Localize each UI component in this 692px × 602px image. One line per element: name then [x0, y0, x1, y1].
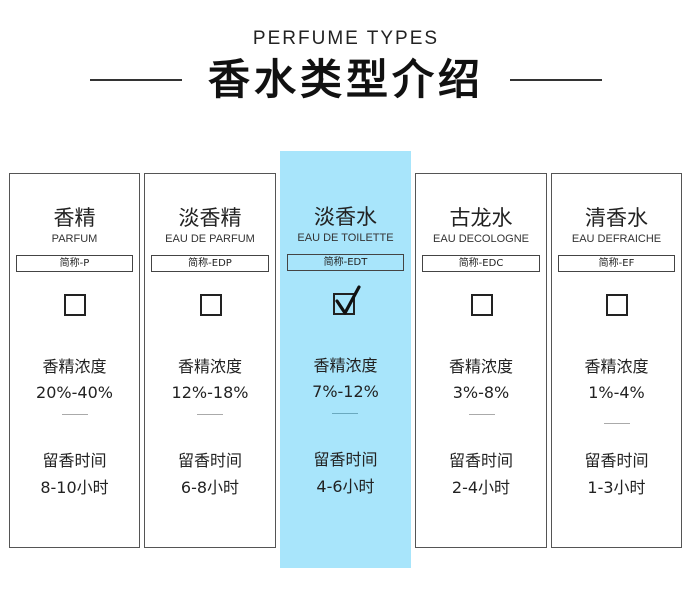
card-edc: 古龙水 EAU DECOLOGNE 简称-EDC 香精浓度 3%-8% 留香时间… — [415, 173, 547, 548]
divider — [604, 423, 630, 424]
checkbox-icon[interactable] — [606, 294, 628, 316]
duration-label: 留香时间 — [177, 451, 242, 470]
duration-label: 留香时间 — [313, 450, 378, 469]
concentration-label: 香精浓度 — [584, 357, 649, 376]
card-name-en: EAU DE TOILETTE — [297, 232, 394, 244]
card-edp: 淡香精 EAU DE PARFUM 简称-EDP 香精浓度 12%-18% 留香… — [144, 173, 276, 548]
card-ef: 清香水 EAU DEFRAICHE 简称-EF 香精浓度 1%-4% 留香时间 … — [551, 173, 682, 548]
concentration-value: 3%-8% — [452, 383, 510, 402]
concentration-label: 香精浓度 — [313, 356, 378, 375]
concentration-label: 香精浓度 — [42, 357, 107, 376]
header-rule-right — [510, 79, 602, 81]
header-rule-left — [90, 79, 182, 81]
duration-value: 1-3小时 — [587, 478, 646, 497]
divider — [197, 414, 223, 415]
concentration-value: 12%-18% — [171, 383, 249, 402]
card-parfum: 香精 PARFUM 简称-P 香精浓度 20%-40% 留香时间 8-10小时 — [9, 173, 140, 548]
duration-value: 4-6小时 — [316, 477, 375, 496]
checked-checkbox-icon[interactable] — [333, 285, 361, 315]
card-abbr: 简称-P — [16, 255, 133, 272]
card-name-en: EAU DECOLOGNE — [433, 233, 529, 245]
duration-label: 留香时间 — [42, 451, 107, 470]
duration-label: 留香时间 — [448, 451, 513, 470]
duration-value: 6-8小时 — [180, 478, 240, 497]
card-name: 清香水 — [585, 206, 648, 230]
concentration-value: 7%-12% — [312, 382, 379, 401]
checkmark-icon — [335, 285, 361, 315]
duration-value: 8-10小时 — [40, 478, 109, 497]
card-name: 淡香精 — [178, 206, 242, 230]
card-abbr: 简称-EDP — [151, 255, 269, 272]
card-abbr: 简称-EDC — [422, 255, 540, 272]
checkbox-icon[interactable] — [200, 294, 222, 316]
divider — [62, 414, 88, 415]
card-name: 香精 — [53, 206, 96, 230]
card-name-en: EAU DEFRAICHE — [571, 233, 662, 245]
card-name: 古龙水 — [449, 206, 513, 230]
card-abbr: 简称-EF — [558, 255, 675, 272]
card-name: 淡香水 — [314, 205, 377, 229]
divider — [332, 413, 358, 414]
card-edt: 淡香水 EAU DE TOILETTE 简称-EDT 香精浓度 7%-12% 留… — [280, 151, 411, 568]
concentration-value: 20%-40% — [36, 383, 113, 402]
checkbox-icon[interactable] — [64, 294, 86, 316]
concentration-value: 1%-4% — [588, 383, 645, 402]
card-name-en: PARFUM — [51, 233, 98, 245]
header-title-cn: 香水类型介绍 — [207, 55, 484, 104]
divider — [469, 414, 495, 415]
card-name-en: EAU DE PARFUM — [165, 233, 255, 245]
card-abbr: 简称-EDT — [287, 254, 404, 271]
duration-label: 留香时间 — [584, 451, 649, 470]
checkbox-icon[interactable] — [471, 294, 493, 316]
duration-value: 2-4小时 — [451, 478, 511, 497]
concentration-label: 香精浓度 — [448, 357, 513, 376]
concentration-label: 香精浓度 — [177, 357, 242, 376]
header-title-en: PERFUME TYPES — [252, 28, 440, 49]
